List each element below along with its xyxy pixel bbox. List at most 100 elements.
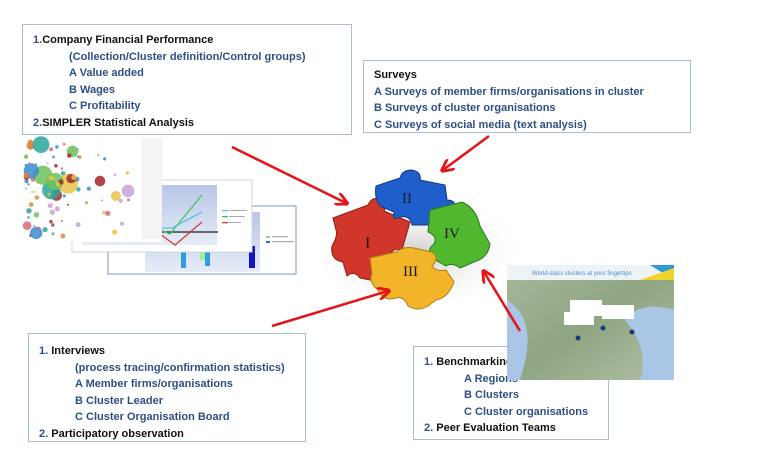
bubble bbox=[34, 195, 40, 200]
bubble bbox=[47, 203, 53, 209]
bubble bbox=[33, 190, 36, 193]
bubble bbox=[76, 187, 81, 192]
bar bbox=[205, 252, 210, 266]
bubble bbox=[51, 193, 54, 196]
bubble bbox=[78, 155, 82, 159]
bubble bbox=[101, 199, 103, 202]
arrow-interviews-to-puzzle bbox=[271, 291, 388, 328]
bubble bbox=[113, 173, 117, 176]
bubble bbox=[55, 182, 60, 187]
bubble bbox=[51, 232, 55, 236]
bubble-chart-thumbnail bbox=[22, 136, 162, 242]
bubble bbox=[60, 219, 64, 222]
svg-text:III: III bbox=[403, 264, 418, 280]
financial-item-2: 2.SIMPLER Statistical Analysis bbox=[33, 116, 194, 129]
bubble bbox=[22, 221, 32, 231]
series-line bbox=[159, 221, 203, 246]
bubble bbox=[23, 154, 29, 159]
bubble bbox=[62, 194, 66, 198]
bubble bbox=[26, 208, 32, 214]
bubble bbox=[60, 167, 64, 170]
bubble bbox=[47, 192, 51, 196]
bubble bbox=[48, 175, 54, 181]
bubble bbox=[60, 171, 66, 176]
arrows bbox=[231, 134, 522, 332]
bubble bbox=[31, 191, 33, 193]
bubble bbox=[84, 201, 88, 205]
series-line bbox=[159, 194, 203, 235]
bubble bbox=[125, 171, 130, 175]
financial-subitem: C Profitability bbox=[69, 100, 141, 112]
bubble bbox=[121, 184, 135, 198]
arrow-surveys-to-puzzle bbox=[443, 134, 490, 170]
financial-performance-box: 1.Company Financial Performance (Collect… bbox=[22, 24, 352, 135]
bubble bbox=[25, 187, 27, 190]
interviews-box: 1. Interviews (process tracing/confirmat… bbox=[28, 333, 306, 442]
arrow-benchmarking-to-puzzle bbox=[484, 272, 522, 332]
surveys-title: Surveys bbox=[374, 69, 417, 81]
bubble bbox=[60, 233, 66, 239]
bubble bbox=[24, 163, 28, 167]
svg-text:II: II bbox=[402, 191, 412, 207]
bubble bbox=[76, 155, 79, 158]
bubble bbox=[71, 174, 77, 180]
interviews-subitem: B Cluster Leader bbox=[75, 394, 164, 407]
svg-text:I: I bbox=[365, 235, 370, 252]
financial-subitem: A Value added bbox=[69, 67, 144, 79]
financial-item-1: 1.Company Financial Performance bbox=[33, 34, 214, 46]
bubble bbox=[67, 153, 72, 158]
bubble bbox=[86, 186, 91, 191]
bubble bbox=[23, 172, 30, 179]
bubble bbox=[28, 202, 34, 207]
bubble bbox=[25, 170, 27, 173]
bubble bbox=[110, 191, 121, 201]
bubble bbox=[32, 136, 50, 154]
bubble bbox=[118, 198, 123, 203]
bubble bbox=[111, 229, 118, 235]
bubble bbox=[55, 145, 59, 149]
bar bbox=[200, 252, 205, 260]
bubble bbox=[49, 220, 53, 224]
interviews-subitem: C Cluster Organisation Board bbox=[75, 411, 230, 423]
surveys-box: Surveys A Surveys of member firms/organi… bbox=[363, 60, 691, 133]
financial-subitem: (Collection/Cluster definition/Control g… bbox=[69, 50, 306, 63]
bubble bbox=[35, 174, 38, 177]
interviews-subitem: A Member firms/organisations bbox=[75, 378, 233, 390]
bubble bbox=[30, 226, 43, 240]
bubble bbox=[94, 175, 106, 187]
bubble bbox=[27, 139, 34, 146]
map-thumbnail: World-class clusters at your fingertips bbox=[507, 265, 674, 380]
bubble bbox=[54, 164, 58, 168]
interviews-item-2: 2. Participatory observation bbox=[39, 427, 184, 440]
interviews-subitem: (process tracing/confirmation statistics… bbox=[75, 361, 285, 374]
benchmarking-item-2: 2. Peer Evaluation Teams bbox=[424, 422, 556, 434]
series-line bbox=[160, 211, 203, 229]
bubble bbox=[67, 203, 70, 206]
bubble bbox=[27, 183, 30, 186]
surveys-item: B Surveys of cluster organisations bbox=[374, 102, 556, 114]
bubble bbox=[27, 216, 30, 219]
surveys-item: A Surveys of member firms/organisations … bbox=[374, 85, 644, 98]
bubble bbox=[54, 206, 60, 212]
arrow-financial-to-puzzle bbox=[231, 145, 346, 203]
bubble bbox=[46, 162, 49, 165]
svg-text:IV: IV bbox=[444, 226, 460, 242]
puzzle-piece-IV: IV bbox=[427, 201, 491, 269]
map-title: World-class clusters at your fingertips bbox=[532, 271, 632, 277]
bubble bbox=[42, 227, 48, 233]
bubble bbox=[24, 179, 29, 184]
bar bbox=[249, 246, 255, 268]
interviews-item-1: 1. Interviews bbox=[39, 345, 106, 357]
financial-subitem: B Wages bbox=[69, 83, 116, 96]
bubble bbox=[62, 142, 66, 146]
bubble bbox=[102, 210, 106, 215]
bar bbox=[181, 252, 186, 268]
bubble bbox=[103, 157, 107, 161]
benchmarking-subitem: B Clusters bbox=[464, 389, 520, 401]
bubble bbox=[49, 147, 53, 152]
bubble bbox=[37, 226, 41, 230]
bubble bbox=[119, 221, 124, 226]
bubble bbox=[127, 198, 130, 202]
bubble bbox=[33, 212, 40, 218]
